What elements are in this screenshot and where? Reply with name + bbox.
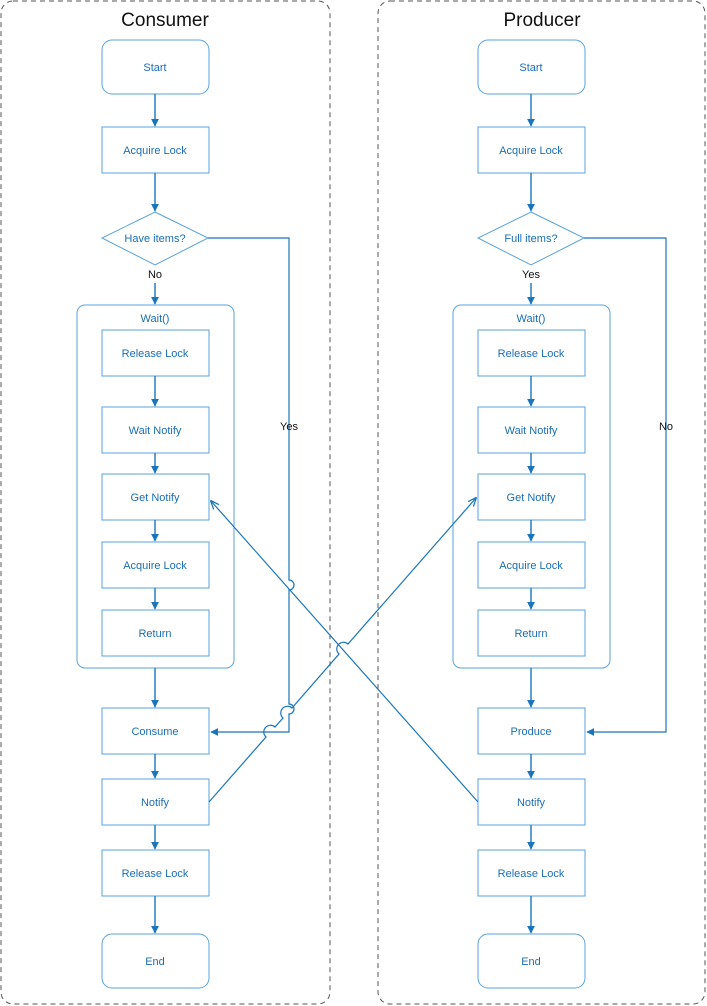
consumer-release-lock-inner-label: Release Lock bbox=[122, 348, 189, 360]
producer-acquire-lock-node[interactable] bbox=[477, 126, 586, 174]
consumer-release-lock-inner-node[interactable] bbox=[101, 329, 210, 377]
consumer-consume-node[interactable] bbox=[101, 707, 210, 755]
consumer-release-lock-node[interactable] bbox=[101, 849, 210, 897]
consumer-edge-yes-branch bbox=[208, 237, 295, 736]
consumer-flow: Start Acquire Lock Have items? No Wait()… bbox=[76, 39, 298, 989]
producer-flow: Start Acquire Lock Full items? Yes Wait(… bbox=[452, 39, 673, 989]
producer-release-lock-node[interactable] bbox=[477, 849, 586, 897]
consumer-consume-label: Consume bbox=[131, 726, 178, 738]
consumer-get-notify-label: Get Notify bbox=[131, 492, 180, 504]
producer-end-label: End bbox=[521, 956, 541, 968]
consumer-decision-no-label: No bbox=[148, 269, 162, 281]
consumer-start-label: Start bbox=[143, 62, 166, 74]
producer-decision-yes-label: Yes bbox=[522, 269, 540, 281]
producer-return-node[interactable] bbox=[477, 609, 586, 657]
consumer-wait-group-label: Wait() bbox=[141, 313, 170, 325]
producer-produce-node[interactable] bbox=[477, 707, 586, 755]
consumer-return-label: Return bbox=[138, 628, 171, 640]
producer-produce-label: Produce bbox=[511, 726, 552, 738]
producer-wait-notify-label: Wait Notify bbox=[505, 425, 558, 437]
consumer-return-node[interactable] bbox=[101, 609, 210, 657]
consumer-notify-node[interactable] bbox=[101, 778, 210, 826]
consumer-notify-label: Notify bbox=[141, 797, 170, 809]
producer-release-lock-inner-node[interactable] bbox=[477, 329, 586, 377]
producer-get-notify-label: Get Notify bbox=[507, 492, 556, 504]
producer-decision-label: Full items? bbox=[504, 233, 557, 245]
consumer-decision-label: Have items? bbox=[124, 233, 185, 245]
producer-end-node[interactable] bbox=[477, 933, 586, 989]
consumer-get-notify-node[interactable] bbox=[101, 473, 210, 521]
producer-decision-no-label: No bbox=[659, 421, 673, 433]
producer-lane-title: Producer bbox=[503, 10, 581, 31]
producer-release-lock-inner-label: Release Lock bbox=[498, 348, 565, 360]
producer-wait-group-label: Wait() bbox=[517, 313, 546, 325]
producer-acquire-lock-inner-label: Acquire Lock bbox=[499, 560, 563, 572]
consumer-lane-title: Consumer bbox=[121, 10, 209, 31]
producer-return-label: Return bbox=[514, 628, 547, 640]
producer-acquire-lock-inner-node[interactable] bbox=[477, 541, 586, 589]
producer-decision-node[interactable] bbox=[476, 211, 586, 266]
consumer-acquire-lock-label: Acquire Lock bbox=[123, 145, 187, 157]
consumer-end-node[interactable] bbox=[101, 933, 210, 989]
producer-get-notify-node[interactable] bbox=[477, 473, 586, 521]
producer-lane bbox=[377, 0, 706, 1005]
producer-notify-to-consumer-get-notify-edge bbox=[211, 501, 479, 803]
producer-acquire-lock-label: Acquire Lock bbox=[499, 145, 563, 157]
producer-start-label: Start bbox=[519, 62, 542, 74]
consumer-acquire-lock-inner-node[interactable] bbox=[101, 541, 210, 589]
producer-notify-node[interactable] bbox=[477, 778, 586, 826]
consumer-decision-yes-label: Yes bbox=[280, 421, 298, 433]
consumer-acquire-lock-node[interactable] bbox=[101, 126, 210, 174]
consumer-release-lock-label: Release Lock bbox=[122, 868, 189, 880]
consumer-wait-notify-node[interactable] bbox=[101, 406, 210, 454]
consumer-decision-node[interactable] bbox=[100, 211, 210, 266]
producer-notify-label: Notify bbox=[517, 797, 546, 809]
consumer-wait-notify-label: Wait Notify bbox=[129, 425, 182, 437]
consumer-end-label: End bbox=[145, 956, 165, 968]
consumer-acquire-lock-inner-label: Acquire Lock bbox=[123, 560, 187, 572]
consumer-notify-to-producer-get-notify-edge bbox=[208, 498, 476, 803]
producer-release-lock-label: Release Lock bbox=[498, 868, 565, 880]
consumer-lane bbox=[0, 0, 331, 1005]
producer-edge-no-branch bbox=[584, 237, 667, 736]
